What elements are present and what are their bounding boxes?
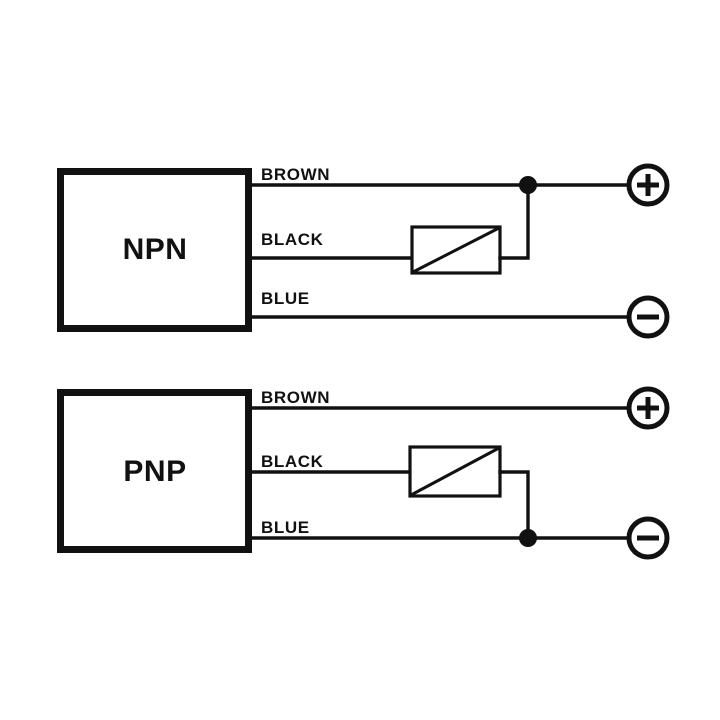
- pnp-black-wire-label: BLACK: [261, 452, 324, 471]
- pnp-load-return-wire: [498, 470, 530, 540]
- npn-blue-wire-label: BLUE: [261, 289, 310, 308]
- pnp-brown-wire-label: BROWN: [261, 388, 330, 407]
- pnp-positive-terminal: [626, 386, 670, 430]
- npn-black-wire-label: BLACK: [261, 230, 324, 249]
- npn-brown-wire-label: BROWN: [261, 165, 330, 184]
- pnp-diagram-group: PNP BROWN BLACK BLUE: [57, 386, 670, 560]
- npn-load-diagonal-icon: [412, 226, 500, 274]
- npn-load-return-wire: [498, 183, 530, 260]
- npn-negative-terminal: [626, 295, 670, 339]
- pnp-load-diagonal-icon: [410, 446, 500, 497]
- pnp-junction-dot: [519, 529, 537, 547]
- pnp-blue-wire-label: BLUE: [261, 518, 310, 537]
- npn-sensor-label: NPN: [123, 233, 188, 266]
- npn-positive-terminal: [626, 163, 670, 207]
- npn-junction-dot: [519, 176, 537, 194]
- npn-sensor-box: [57, 168, 252, 332]
- pnp-sensor-box: [57, 389, 252, 553]
- pnp-sensor-label: PNP: [123, 455, 186, 488]
- npn-diagram-group: NPN BROWN BLACK BLUE: [57, 163, 670, 339]
- pnp-negative-terminal: [626, 516, 670, 560]
